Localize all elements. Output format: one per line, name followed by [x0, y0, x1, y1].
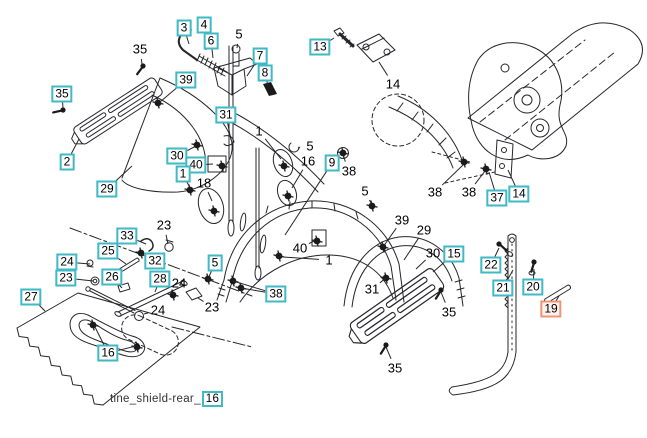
callout-16[interactable]: 16: [300, 153, 316, 169]
callout-32[interactable]: 32: [144, 252, 166, 270]
callout-1[interactable]: 1: [175, 165, 191, 183]
callout-21[interactable]: 21: [492, 279, 514, 297]
callout-26[interactable]: 26: [101, 268, 123, 286]
figure-caption-text: tine_shield-rear_: [110, 393, 201, 405]
callout-33[interactable]: 33: [116, 227, 138, 245]
figure-caption: tine_shield-rear_16: [110, 391, 224, 407]
callout-14[interactable]: 14: [508, 185, 530, 203]
figure-number-box[interactable]: 16: [201, 391, 224, 407]
callout-25[interactable]: 25: [97, 242, 119, 260]
callout-18[interactable]: 18: [196, 175, 212, 191]
callout-29[interactable]: 29: [96, 180, 118, 198]
callout-5[interactable]: 5: [235, 26, 243, 42]
callout-23[interactable]: 23: [55, 269, 77, 287]
callout-6[interactable]: 6: [203, 32, 219, 50]
callout-24[interactable]: 24: [171, 275, 187, 291]
callout-3[interactable]: 3: [176, 19, 192, 37]
callout-23[interactable]: 23: [204, 299, 220, 315]
callout-23[interactable]: 23: [156, 217, 172, 233]
callout-38[interactable]: 38: [341, 163, 357, 179]
callout-27[interactable]: 27: [20, 288, 42, 306]
callout-35[interactable]: 35: [51, 85, 73, 103]
callout-37[interactable]: 37: [486, 189, 508, 207]
callout-35[interactable]: 35: [132, 41, 148, 57]
callout-8[interactable]: 8: [257, 64, 273, 82]
callout-20[interactable]: 20: [522, 278, 544, 296]
callout-39[interactable]: 39: [394, 212, 410, 228]
machine-body: [371, 22, 643, 184]
callout-35[interactable]: 35: [387, 360, 403, 376]
callout-38[interactable]: 38: [265, 285, 287, 303]
callout-16[interactable]: 16: [97, 344, 119, 362]
callout-15[interactable]: 15: [443, 245, 465, 263]
callout-1[interactable]: 1: [255, 123, 263, 139]
callout-30[interactable]: 30: [425, 245, 441, 261]
callout-5[interactable]: 5: [306, 138, 314, 154]
callout-2[interactable]: 2: [59, 153, 75, 171]
callout-5[interactable]: 5: [207, 254, 223, 272]
callout-1[interactable]: 1: [325, 252, 333, 268]
callout-7[interactable]: 7: [252, 47, 268, 65]
callout-24[interactable]: 24: [56, 253, 78, 271]
callout-31[interactable]: 31: [215, 106, 237, 124]
callout-35[interactable]: 35: [441, 304, 457, 320]
callout-4[interactable]: 4: [196, 16, 212, 34]
callout-30[interactable]: 30: [166, 147, 188, 165]
callout-39[interactable]: 39: [175, 71, 197, 89]
callout-28[interactable]: 28: [149, 270, 171, 288]
callout-14[interactable]: 14: [385, 76, 401, 92]
callout-40[interactable]: 40: [292, 240, 308, 256]
callout-38[interactable]: 38: [427, 184, 443, 200]
callout-40[interactable]: 40: [185, 156, 207, 174]
callout-38[interactable]: 38: [461, 184, 477, 200]
callout-31[interactable]: 31: [364, 281, 380, 297]
callout-9[interactable]: 9: [324, 154, 340, 172]
callout-24[interactable]: 24: [150, 302, 166, 318]
callout-19[interactable]: 19: [540, 300, 562, 318]
callout-22[interactable]: 22: [480, 256, 502, 274]
callout-13[interactable]: 13: [309, 38, 331, 56]
callout-5[interactable]: 5: [361, 183, 369, 199]
callout-29[interactable]: 29: [416, 222, 432, 238]
